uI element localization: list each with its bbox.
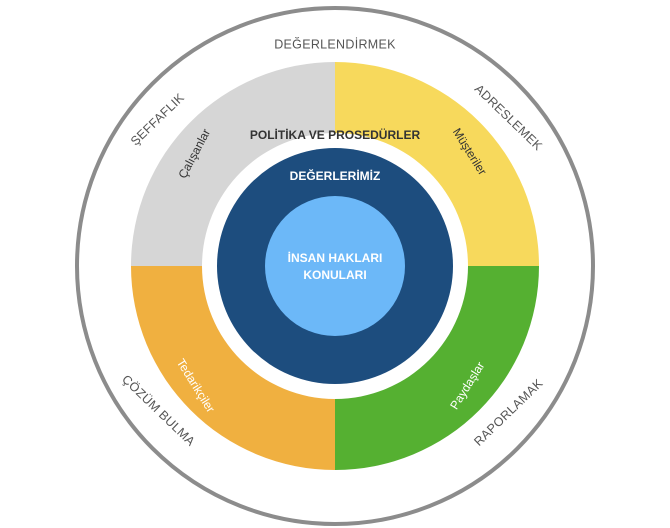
segment-musteriler	[335, 62, 539, 266]
center-label-line2: KONULARI	[303, 268, 366, 282]
segment-paydaslar	[335, 266, 539, 470]
center-label-line1: İNSAN HAKLARI	[288, 250, 383, 265]
segment-calisanlar	[131, 62, 335, 266]
values-label: DEĞERLERİMİZ	[290, 168, 381, 183]
policy-label: POLİTİKA VE PROSEDÜRLER	[250, 127, 421, 142]
segment-tedarikciler	[131, 266, 335, 470]
center-circle	[265, 196, 405, 336]
label-degerlendirmek: DEĞERLENDİRMEK	[274, 36, 396, 51]
